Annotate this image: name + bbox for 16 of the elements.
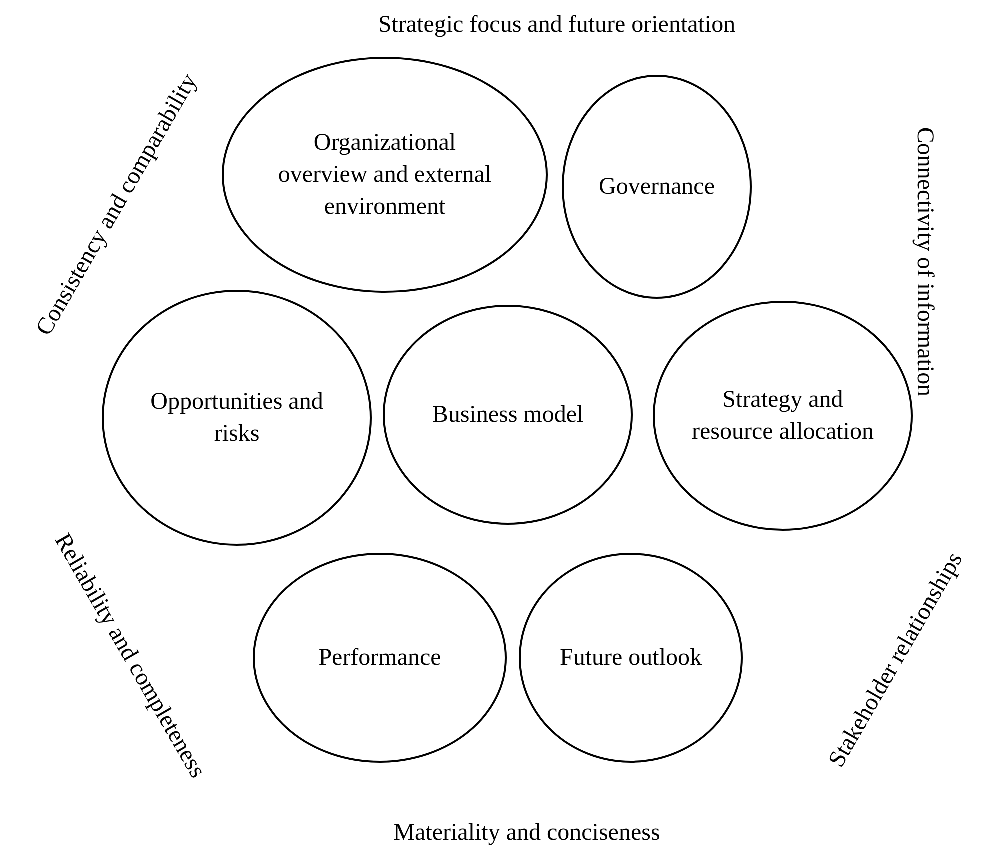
topic-ellipse xyxy=(253,553,507,763)
topic-ellipse xyxy=(222,57,548,293)
principle-label: Strategic focus and future orientation xyxy=(378,11,736,39)
topic-ellipse xyxy=(383,305,633,525)
topic-text: Organizational overview and external environment xyxy=(277,129,493,222)
principle-label: Materiality and conciseness xyxy=(394,819,660,847)
topic-text: Opportunities and risks xyxy=(150,388,324,449)
topic-ellipse xyxy=(653,301,913,531)
topic-text: Strategy and resource allocation xyxy=(691,386,875,447)
topic-ellipse xyxy=(562,75,752,299)
topic-text: Business model xyxy=(431,401,585,430)
principle-label: Connectivity of information xyxy=(911,127,939,397)
topic-text: Performance xyxy=(318,644,442,673)
topic-text: Future outlook xyxy=(559,644,703,673)
topic-text: Governance xyxy=(598,173,716,202)
topic-ellipse xyxy=(519,553,743,763)
